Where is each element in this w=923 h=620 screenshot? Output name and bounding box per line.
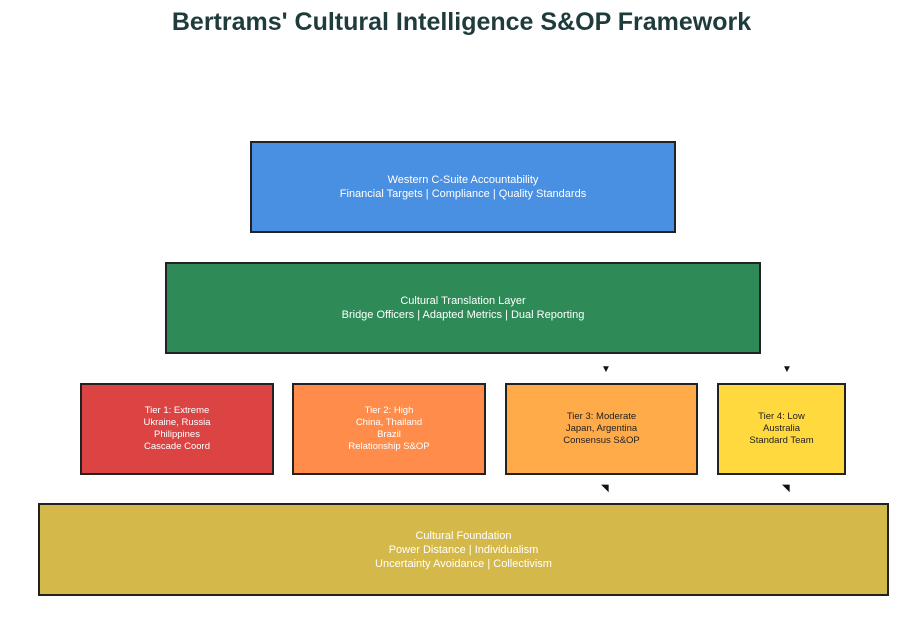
tier-line: Standard Team — [749, 435, 814, 446]
tier-line: Cascade Coord — [143, 441, 210, 452]
arrow-down-icon: ◥ — [601, 483, 609, 494]
tier-line: Philippines — [154, 429, 200, 440]
tier-line: Tier 1: Extreme — [144, 405, 210, 416]
tier-line: Relationship S&OP — [348, 441, 430, 452]
box-detail: Bridge Officers | Adapted Metrics | Dual… — [341, 309, 585, 321]
arrow-down-icon: ▼ — [601, 364, 611, 375]
tier-line: Consensus S&OP — [563, 435, 640, 446]
tier-2-box: Tier 2: High China, Thailand Brazil Rela… — [292, 383, 486, 475]
tier-line: Brazil — [377, 429, 401, 440]
tier-line: Australia — [763, 423, 800, 434]
tier-line: Tier 2: High — [364, 405, 414, 416]
cultural-foundation-box: Cultural Foundation Power Distance | Ind… — [38, 503, 889, 596]
box-heading: Cultural Foundation — [415, 529, 512, 542]
tier-line: Japan, Argentina — [565, 423, 638, 434]
box-detail: Financial Targets | Compliance | Quality… — [339, 188, 587, 200]
arrow-down-icon: ◥ — [782, 483, 790, 494]
box-detail: Uncertainty Avoidance | Collectivism — [375, 557, 552, 570]
arrow-down-icon: ▼ — [782, 364, 792, 375]
box-heading: Cultural Translation Layer — [400, 295, 526, 307]
box-detail: Power Distance | Individualism — [388, 543, 539, 556]
western-csuite-box: Western C-Suite Accountability Financial… — [250, 141, 676, 233]
tier-line: China, Thailand — [355, 417, 423, 428]
tier-1-box: Tier 1: Extreme Ukraine, Russia Philippi… — [80, 383, 274, 475]
box-heading: Western C-Suite Accountability — [387, 174, 539, 186]
diagram-title: Bertrams' Cultural Intelligence S&OP Fra… — [171, 8, 752, 36]
tier-line: Tier 3: Moderate — [566, 411, 637, 422]
tier-line: Tier 4: Low — [758, 411, 805, 422]
cultural-translation-box: Cultural Translation Layer Bridge Office… — [165, 262, 761, 354]
tier-3-box: Tier 3: Moderate Japan, Argentina Consen… — [505, 383, 698, 475]
tier-line: Ukraine, Russia — [143, 417, 211, 428]
tier-4-box: Tier 4: Low Australia Standard Team — [717, 383, 846, 475]
